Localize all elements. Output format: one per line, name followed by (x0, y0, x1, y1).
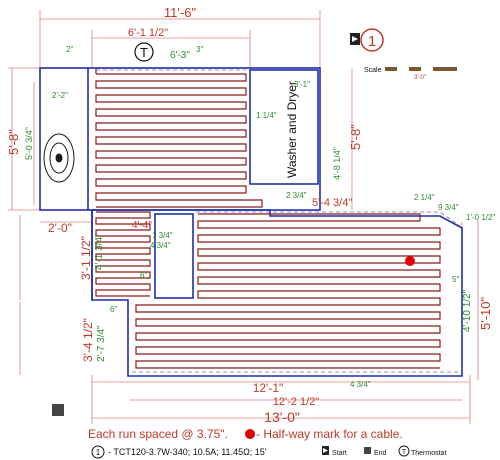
dim-nook-44: 4'-4" (132, 220, 152, 231)
dim-top-thermo: 6'-3" (170, 50, 190, 61)
dim-bot-122: 12'-2 1/2" (273, 396, 319, 408)
dim-right-5in: 5" (452, 275, 459, 284)
legend-start-label: Start (332, 450, 347, 457)
dim-left-31: 3'-1 1/2" (79, 236, 93, 280)
dim-wd-48: 4'-8 1/4" (332, 147, 342, 180)
dim-left-27: 2'-7 3/4" (96, 325, 107, 362)
legend-thermostat-symbol: T (402, 449, 407, 456)
washer-dryer-label: Washer and Dryer (285, 81, 299, 178)
dim-left-22: 2'-2" (52, 91, 68, 100)
dim-top-overall: 11'-6" (164, 5, 197, 20)
dim-3in: 3" (196, 45, 203, 54)
dim-six-b: 6" (110, 305, 117, 314)
heating-cable-lower (95, 211, 441, 369)
dim-wd-31: 3'-1" (294, 80, 310, 89)
dim-mid-234: 2 3/4" (286, 191, 307, 200)
dim-bot-434: 4 3/4" (350, 380, 371, 389)
legend-cable-marker (91, 445, 105, 459)
notes: Each run spaced @ 3.75". - Half-way mark… (88, 427, 403, 441)
legend-cable-number: 1 (96, 448, 101, 457)
cable-boundary-dashes (96, 69, 461, 373)
thermostat-marker (134, 42, 154, 62)
dim-wd-114: 1 1/4" (256, 111, 277, 120)
washer-dryer-outline (249, 69, 319, 185)
dim-mid-934: 9 3/4" (438, 203, 459, 212)
dim-top-heat: 6'-1 1/2" (128, 27, 168, 39)
dim-right-510: 5'-10" (478, 296, 493, 330)
note-halfway: - Half-way mark for a cable. (256, 427, 403, 441)
legend-end-icon (364, 447, 371, 454)
start-icon (350, 33, 360, 45)
dim-nook-134: 1 3/4" (152, 231, 173, 240)
dim-2in: 2" (66, 45, 73, 54)
upper-room-wall (39, 67, 321, 211)
dim-mid-10: 1'-0 1/2" (466, 213, 495, 222)
dim-bot-13: 13'-0" (264, 409, 300, 425)
dimension-labels: 11'-6" 6'-1 1/2" 6'-3" 2" 3" 5'-8" 5'-0 … (6, 5, 495, 425)
nook-wall (154, 213, 194, 299)
dim-left-41: 4'-1 3/4" (94, 233, 105, 270)
dimension-lines (8, 10, 479, 424)
dim-six-a: 6" (140, 271, 147, 280)
dim-bot-121: 12'-1" (253, 381, 284, 395)
dim-nook-434: 4 3/4" (150, 241, 171, 250)
legend-cable-spec: - TCT120-3.7W-340; 10.5A; 11.45Ω; 15' (108, 447, 267, 457)
dim-left-34: 3'-4 1/2" (81, 318, 95, 362)
toilet-icon (43, 133, 75, 183)
scale-value: 3'-0" (414, 75, 426, 81)
dim-mid-54: 5'-4 3/4" (312, 197, 352, 209)
note-spacing: Each run spaced @ 3.75". (88, 427, 228, 441)
end-marker-icon (52, 404, 64, 416)
room-walls (39, 67, 463, 377)
halfway-legend-dot (245, 429, 255, 439)
dim-below-2ft: 2'-0" (48, 221, 72, 235)
lower-room-wall (91, 209, 463, 377)
halfway-mark-dot (405, 256, 415, 266)
dim-left-total: 5'-8" (6, 129, 21, 155)
legend-thermostat-label: Thermostat (411, 450, 446, 457)
legend: 1 - TCT120-3.7W-340; 10.5A; 11.45Ω; 15' … (91, 445, 446, 459)
dim-left-inner: 5'-0 3/4" (24, 127, 34, 160)
heating-cable-upper (95, 68, 263, 208)
cable-number-marker (360, 28, 384, 52)
legend-end-label: End (374, 450, 387, 457)
thermostat-symbol: T (140, 45, 148, 60)
dim-mid-214: 2 1/4" (414, 193, 435, 202)
scale-bar: Scale 3'-0" (364, 67, 457, 81)
scale-label: Scale (364, 67, 382, 74)
dim-right-410: 4'-10 1/2" (462, 289, 473, 332)
cable-number: 1 (368, 33, 376, 50)
dim-right-58: 5'-8" (348, 124, 363, 150)
legend-thermostat-icon (398, 445, 410, 457)
